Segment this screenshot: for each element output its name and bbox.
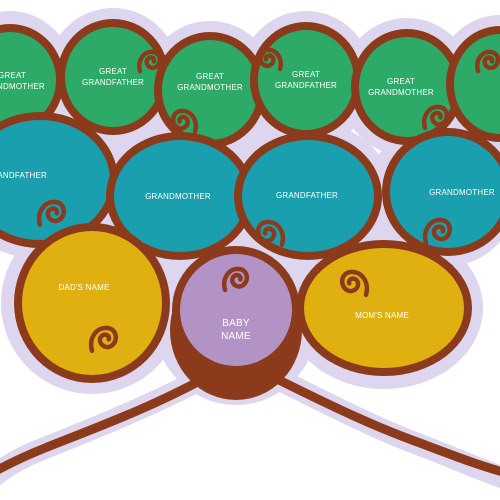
grandparent-node-4 <box>382 128 500 256</box>
grandparent-4-label: GRANDMOTHER <box>429 188 495 197</box>
swirl-ornament <box>137 49 163 74</box>
swirl-ornament <box>475 49 500 74</box>
great-grandparent-node-6 <box>446 26 500 142</box>
mom-node <box>296 240 472 376</box>
great-grandparents-row <box>0 19 500 148</box>
mom-node-fill <box>304 248 464 368</box>
swirl-ornament <box>255 219 286 248</box>
grandparent-1-label: GRANDFATHER <box>0 171 47 180</box>
dad-name-label: DAD'S NAME <box>58 283 109 292</box>
grandparents-row <box>0 112 500 260</box>
baby-name-line2: NAME <box>221 331 251 342</box>
tree-trunk <box>0 373 500 476</box>
dad-node-fill <box>22 231 162 375</box>
grandparent-node-3 <box>234 132 382 260</box>
great-grandparent-1-line1: GREAT <box>0 71 26 80</box>
great-grandparent-node-4 <box>250 22 362 138</box>
swirl-ornament <box>422 217 453 246</box>
labels: GREAT GRANDMOTHER GREAT GRANDFATHER GREA… <box>0 67 495 342</box>
baby-node-fill <box>180 254 292 366</box>
trunk-left-root <box>0 373 210 474</box>
great-grandparent-node-3 <box>154 32 266 148</box>
grandparent-2-label: GRANDMOTHER <box>145 192 211 201</box>
great-grandparent-node-5-fill <box>359 37 455 137</box>
grandparent-node-1-fill <box>0 120 110 240</box>
swirl-ornament <box>170 108 198 135</box>
great-grandparent-3-line1: GREAT <box>196 72 224 81</box>
parents-row <box>14 223 472 400</box>
great-grandparent-5-line1: GREAT <box>387 77 415 86</box>
baby-node <box>172 246 300 374</box>
great-grandparent-node-4-fill <box>258 30 354 130</box>
great-grandparent-node-2 <box>57 19 169 135</box>
great-grandparent-node-5 <box>351 29 463 145</box>
great-grandparent-node-1 <box>0 24 64 136</box>
grandparent-node-4-fill <box>390 136 500 248</box>
grandparent-node-2 <box>106 132 254 260</box>
great-grandparent-node-3-fill <box>162 40 258 140</box>
great-grandparent-4-line2: GRANDFATHER <box>275 81 337 90</box>
great-grandparent-2-line1: GREAT <box>99 67 127 76</box>
grandparent-3-label: GRANDFATHER <box>276 191 338 200</box>
great-grandparent-2-line2: GRANDFATHER <box>82 78 144 87</box>
great-grandparent-node-2-fill <box>65 27 161 127</box>
grandparent-node-1 <box>0 112 118 248</box>
swirl-ornament <box>422 104 450 131</box>
dad-node <box>14 223 170 383</box>
swirl-ornament <box>88 325 119 354</box>
swirl-ornament <box>339 269 370 298</box>
swirl-ornament <box>222 266 250 293</box>
swirl-ornament <box>257 47 283 72</box>
grandparent-node-2-fill <box>114 140 246 252</box>
great-grandparent-1-line2: GRANDMOTHER <box>0 82 45 91</box>
swirl-ornament <box>36 199 67 228</box>
great-grandparent-5-line2: GRANDMOTHER <box>368 88 434 97</box>
great-grandparent-4-line1: GREAT <box>292 70 320 79</box>
great-grandparent-node-1-fill <box>0 32 56 128</box>
baby-name-line1: BABY <box>222 318 250 329</box>
mom-name-label: MOM'S NAME <box>355 311 409 320</box>
trunk-right-root <box>270 373 500 476</box>
great-grandparent-3-line2: GRANDMOTHER <box>177 83 243 92</box>
